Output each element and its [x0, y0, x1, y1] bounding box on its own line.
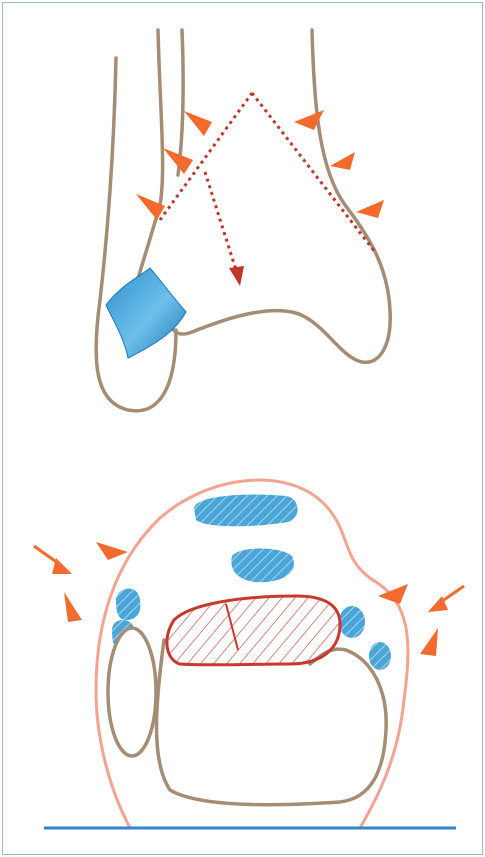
tendon-anterior: [194, 495, 298, 527]
arrow-icon: [184, 111, 212, 136]
tendon-medial-lower: [369, 642, 391, 670]
arrow-icon: [420, 628, 438, 656]
talus-dome-hatched: [167, 596, 340, 665]
fibula-outline: [96, 58, 176, 411]
fibula-cross-section: [108, 628, 156, 756]
ankle-axial-cross-section: [96, 480, 408, 828]
tibia-shaft-line: [178, 30, 183, 175]
tibia-lateral-edge: [132, 30, 163, 300]
ankle-coronal-view: [96, 30, 390, 411]
arrow-icon: [64, 592, 82, 622]
fracture-direction-line: [205, 172, 236, 270]
arrow-icon: [356, 200, 384, 218]
tendon-medial-upper: [339, 606, 365, 638]
fracture-direction-arrowhead: [229, 266, 244, 286]
tibia-medial-outline: [172, 30, 390, 362]
tendon-lateral-upper: [116, 589, 140, 620]
arrow-icon: [96, 542, 128, 560]
arrow-icon: [330, 152, 355, 170]
tendon-middle: [231, 549, 294, 583]
